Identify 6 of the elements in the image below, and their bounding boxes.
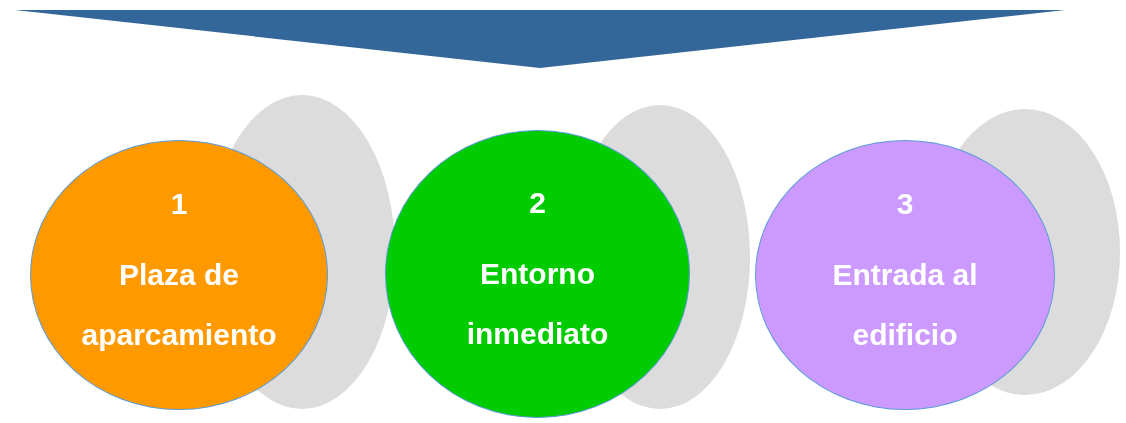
step-label: Entorno inmediato bbox=[465, 255, 610, 352]
step-number: 3 bbox=[896, 186, 914, 223]
step-label: Entrada al edificio bbox=[831, 256, 979, 353]
step-number: 1 bbox=[170, 186, 188, 223]
step-label: Plaza de aparcamiento bbox=[80, 256, 278, 353]
step-number: 2 bbox=[529, 185, 546, 222]
